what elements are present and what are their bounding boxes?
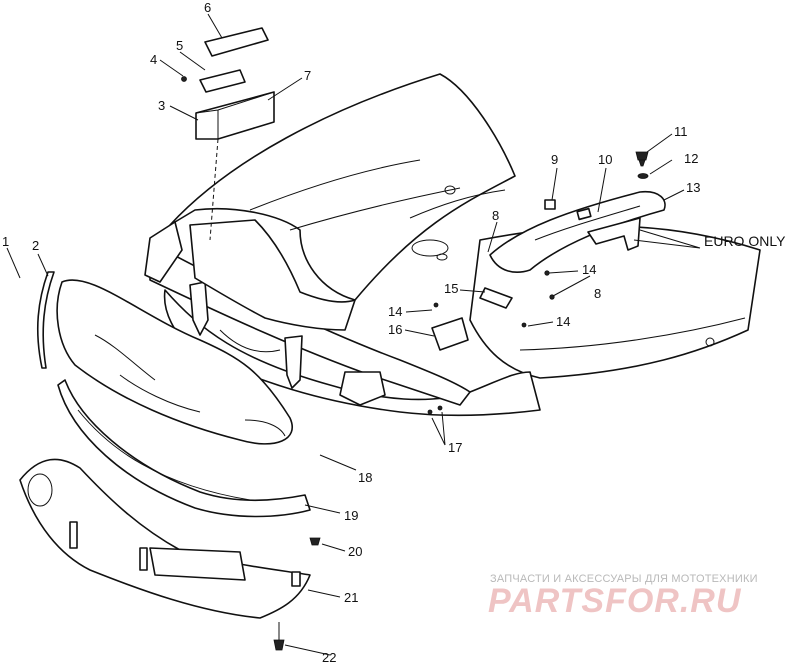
callout-7: 7: [304, 68, 311, 83]
watermark-tagline: ЗАПЧАСТИ И АКСЕССУАРЫ ДЛЯ МОТОТЕХНИКИ: [490, 573, 758, 585]
callout-4: 4: [150, 52, 157, 67]
callout-19: 19: [344, 508, 358, 523]
callout-15: 15: [444, 281, 458, 296]
callout-11: 11: [674, 124, 688, 139]
callout-3: 3: [158, 98, 165, 113]
callout-8a: 8: [492, 208, 499, 223]
callout-16: 16: [388, 322, 402, 337]
callout-14c: 14: [556, 314, 570, 329]
callout-20: 20: [348, 544, 362, 559]
callout-18: 18: [358, 470, 372, 485]
callout-1: 1: [2, 234, 9, 249]
leader-lines: [6, 13, 701, 656]
watermark-logo: PARTSFOR.RU: [488, 582, 742, 620]
callout-2: 2: [32, 238, 39, 253]
callout-14a: 14: [582, 262, 596, 277]
watermark: ЗАПЧАСТИ И АКСЕССУАРЫ ДЛЯ МОТОТЕХНИКИ PA…: [488, 573, 758, 620]
lower-bumper-parts: [19, 271, 321, 651]
callout-13: 13: [686, 180, 700, 195]
side-console-parts: [427, 151, 666, 415]
callout-9: 9: [551, 152, 558, 167]
callout-14b: 14: [388, 304, 402, 319]
euro-only-note: EURO ONLY: [704, 233, 786, 249]
callout-8b: 8: [594, 286, 601, 301]
storage-box-parts: [181, 27, 275, 241]
callout-5: 5: [176, 38, 183, 53]
callout-12: 12: [684, 151, 698, 166]
callout-numbers: 1 2 3 4 5 6 7 8 8 9 10 11 12 13 14 14 14…: [2, 0, 786, 665]
callout-6: 6: [204, 0, 211, 15]
callout-17: 17: [448, 440, 462, 455]
callout-10: 10: [598, 152, 612, 167]
callout-21: 21: [344, 590, 358, 605]
callout-22: 22: [322, 650, 336, 664]
